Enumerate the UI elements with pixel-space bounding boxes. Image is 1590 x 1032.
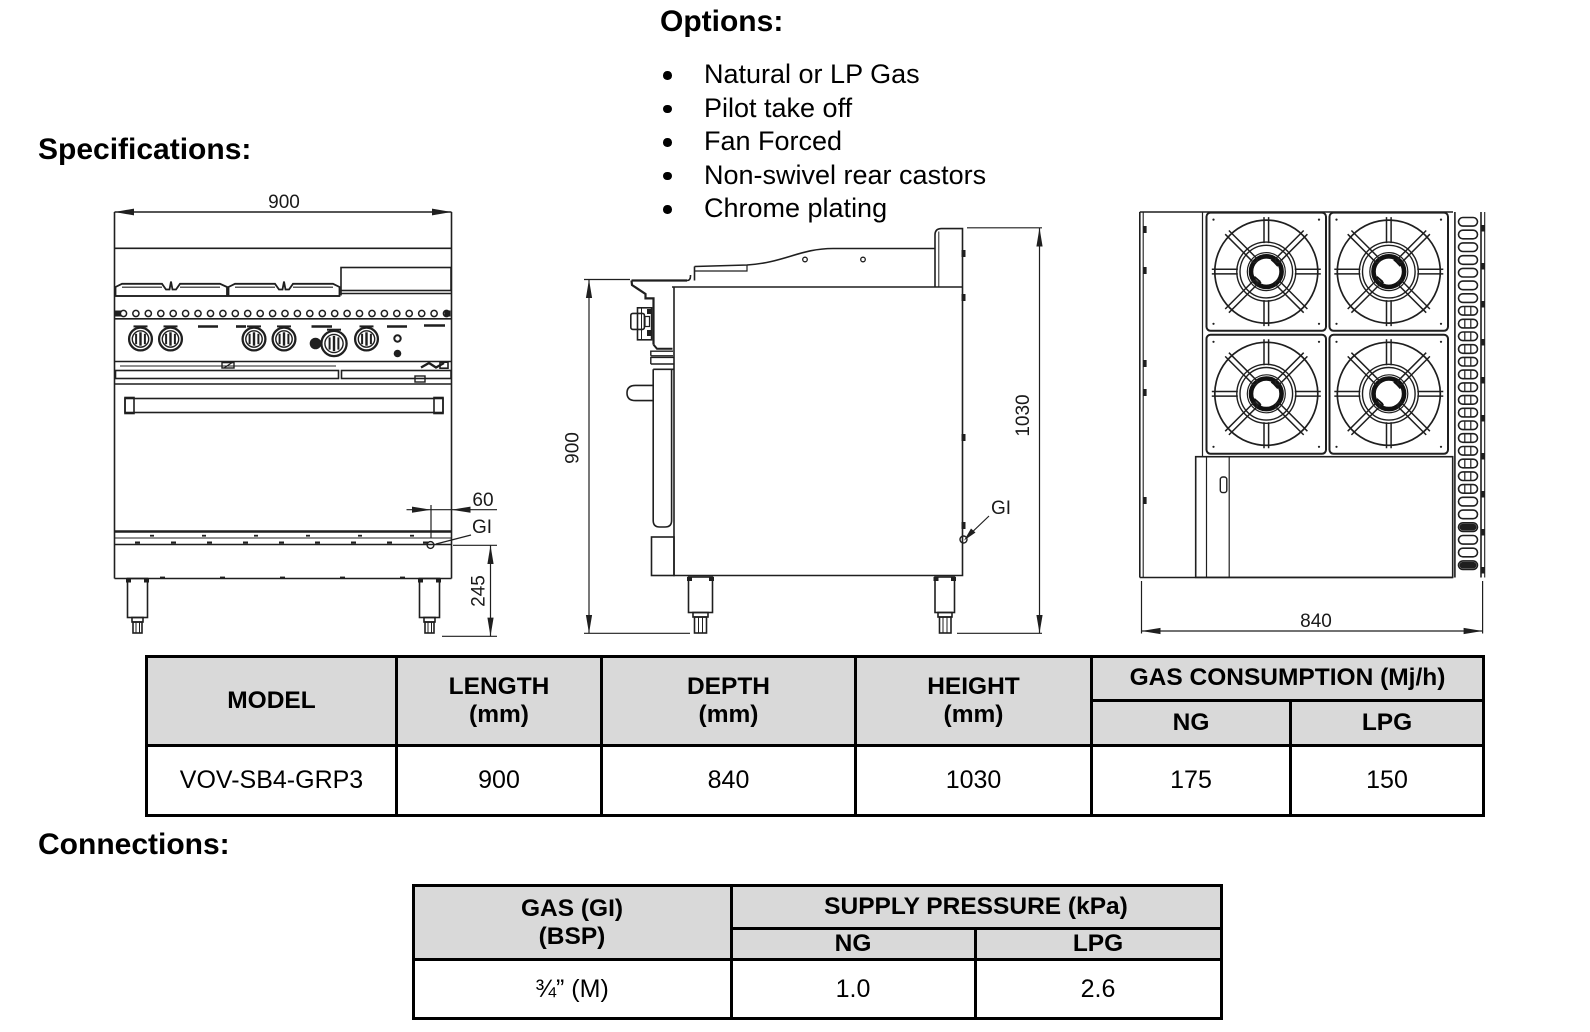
svg-text:GI: GI (472, 517, 492, 538)
svg-text:GI: GI (991, 498, 1011, 519)
svg-text:245: 245 (469, 575, 490, 607)
svg-text:1030: 1030 (1013, 394, 1034, 436)
svg-text:840: 840 (1300, 611, 1332, 632)
svg-text:60: 60 (472, 490, 493, 511)
svg-text:900: 900 (268, 192, 300, 213)
svg-text:900: 900 (563, 432, 584, 464)
